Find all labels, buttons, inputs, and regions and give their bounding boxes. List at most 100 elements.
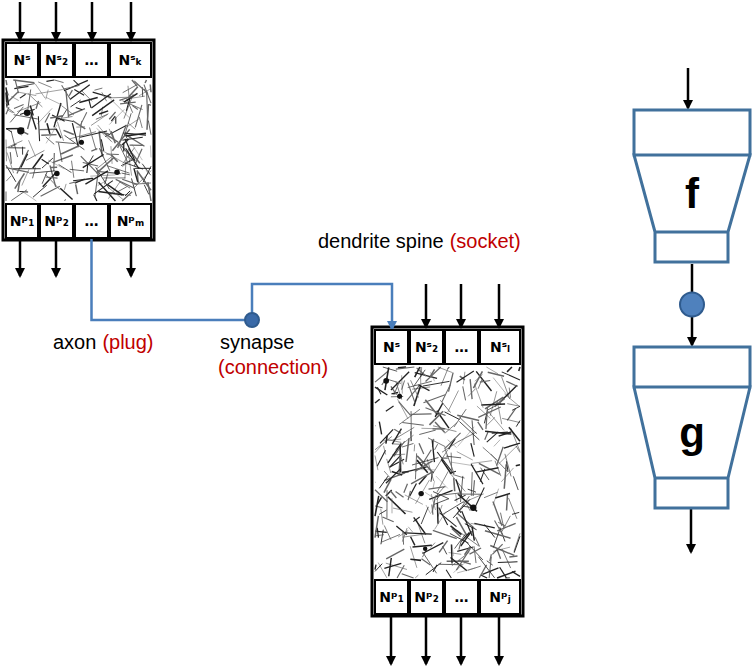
dendrite-stroke: [399, 402, 411, 416]
neuron-cell: …: [444, 579, 479, 615]
dendrite-stroke: [81, 90, 92, 101]
dendrite-stroke: [375, 565, 376, 570]
dendrite-stroke: [445, 433, 461, 449]
dendrite-stroke: [493, 378, 508, 397]
dendrite-stroke: [408, 491, 410, 500]
dendrite-stroke: [57, 118, 74, 121]
dendrite-stroke: [458, 560, 471, 564]
dendrite-stroke: [96, 158, 113, 174]
dendrite-stroke: [457, 452, 473, 460]
dendrite-stroke: [512, 406, 520, 410]
dendrite-stroke: [506, 495, 508, 511]
dendrite-stroke: [438, 505, 442, 517]
function-name: f: [685, 170, 699, 218]
dendrite-stroke: [440, 513, 457, 526]
dendrite-stroke: [386, 490, 387, 518]
dendrite-stroke: [441, 367, 448, 385]
cell-label: Nˢ: [13, 52, 30, 68]
dendrite-stroke: [422, 552, 436, 573]
dendrite-stroke: [386, 549, 404, 559]
dendrite-stroke: [83, 155, 104, 168]
dendrite-stroke: [35, 84, 45, 98]
cell-label: Nˢₖ: [119, 52, 143, 68]
dendrite-stroke: [502, 418, 520, 422]
dendrite-stroke: [5, 80, 7, 85]
neuron-cell: Nˢ₂: [39, 42, 74, 78]
dendrite-stroke: [64, 199, 66, 201]
dendrite-stroke: [449, 553, 462, 555]
dendrite-stroke: [500, 513, 504, 529]
cell-body: [383, 378, 389, 384]
dendrite-stroke: [481, 575, 487, 578]
dendrite-stroke: [472, 527, 474, 541]
cell-body: [418, 491, 423, 496]
dendrite-stroke: [402, 531, 404, 544]
dendrite-stroke: [451, 453, 453, 472]
dendrite-stroke: [7, 152, 14, 173]
dendrite-stroke: [419, 469, 435, 470]
dendrite-stroke: [459, 432, 477, 441]
dendrite-stroke: [463, 386, 466, 400]
dendrite-stroke: [455, 495, 466, 500]
dendrite-stroke: [501, 468, 513, 482]
dendrite-stroke: [451, 545, 453, 564]
dendrite-stroke: [128, 123, 135, 129]
neuron-cell: Nᵖⱼ: [479, 579, 521, 615]
dendrite-stroke: [477, 406, 490, 418]
dendrite-stroke: [122, 139, 129, 145]
dendrite-stroke: [396, 492, 404, 498]
dendrite-stroke: [147, 104, 148, 129]
dendrite-stroke: [437, 503, 439, 524]
dendrite-stroke: [375, 436, 392, 449]
dendrite-stroke: [438, 564, 462, 566]
dendrite-stroke: [415, 575, 418, 578]
neuron-cell: …: [74, 42, 109, 78]
dendrite-stroke: [452, 545, 453, 556]
dendrite-stroke: [6, 139, 7, 161]
analogy-term: (connection): [218, 356, 328, 379]
dendrite-stroke: [429, 487, 446, 490]
connector-line: [92, 239, 393, 329]
dendrite-stroke: [134, 168, 138, 182]
cell-body: [114, 170, 120, 176]
dendrite-stroke: [493, 547, 510, 551]
dendrite-stroke: [99, 182, 116, 201]
column-outline: [372, 327, 523, 616]
dendrite-stroke: [145, 80, 146, 83]
dendrite-stroke: [375, 516, 378, 538]
anatomy-term: axon: [53, 331, 96, 354]
function-module: f: [632, 108, 752, 264]
dendrite-stroke: [375, 455, 378, 470]
dendrite-stroke: [51, 166, 57, 168]
dendrite-stroke: [504, 443, 520, 448]
dendrite-stroke: [38, 116, 39, 141]
dendrite-stroke: [410, 484, 417, 497]
dendrite-stroke: [11, 190, 27, 201]
dendrite-stroke: [410, 559, 421, 560]
dendrite-stroke: [435, 512, 446, 530]
dendrite-stroke: [446, 456, 461, 458]
dendrite-stroke: [505, 454, 511, 477]
dendrite-stroke: [31, 112, 37, 129]
dendrite-stroke: [13, 80, 34, 83]
dendrite-stroke: [500, 567, 507, 578]
dendrite-stroke: [476, 468, 499, 472]
dendrite-stroke: [408, 381, 432, 387]
dendrite-stroke: [457, 371, 474, 382]
dendrite-stroke: [412, 545, 431, 547]
dendrite-stroke: [502, 372, 520, 380]
dendrite-stroke: [465, 540, 483, 560]
dendrite-stroke: [386, 469, 401, 484]
dendrite-stroke: [380, 429, 393, 443]
cell-label: …: [455, 589, 469, 605]
dendrite-stroke: [126, 99, 129, 111]
dendrite-stroke: [450, 471, 456, 473]
dendrite-stroke: [123, 133, 146, 135]
dendrite-stroke: [431, 473, 432, 481]
dendrite-stroke: [479, 565, 486, 578]
cell-label: Nᵖ₂: [44, 213, 69, 229]
dendrite-stroke: [436, 494, 440, 499]
dendrite-stroke: [488, 372, 504, 376]
dendrite-stroke: [37, 108, 52, 124]
dendrite-stroke: [130, 144, 144, 145]
